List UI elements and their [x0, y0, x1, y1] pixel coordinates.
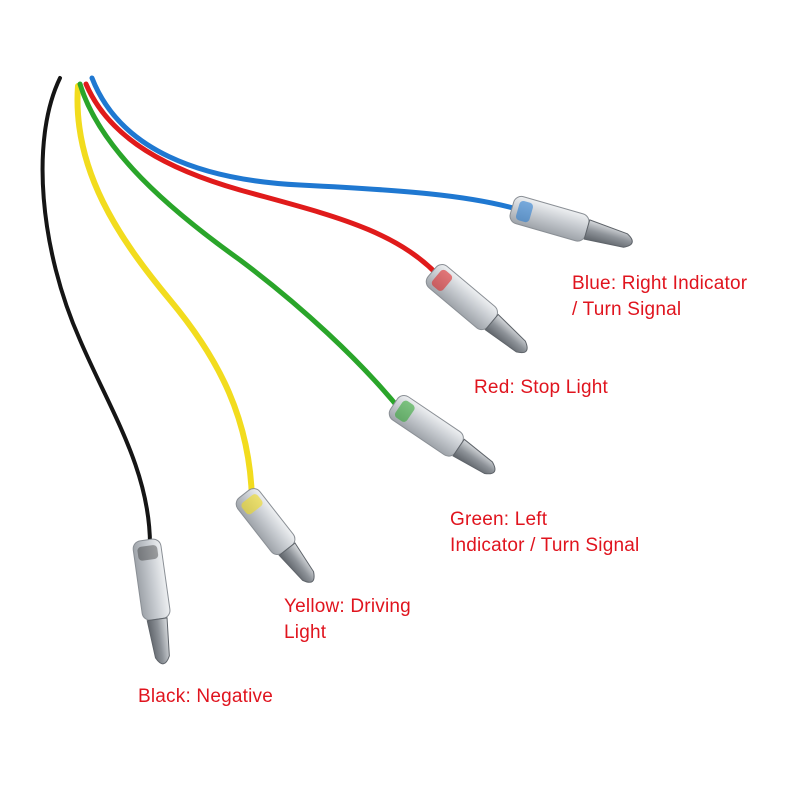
blue-connector	[509, 195, 633, 248]
green-connector	[388, 394, 496, 475]
label-yellow-wire: Yellow: Driving Light	[284, 594, 411, 646]
red-connector	[425, 264, 528, 354]
label-black-line-1: Black: Negative	[138, 686, 274, 707]
green-wire	[77, 81, 405, 415]
label-blue-line-2: / Turn Signal	[572, 299, 682, 320]
black-wire	[40, 76, 152, 547]
yellow-connector	[235, 488, 315, 583]
label-green-line-1: Green: Left	[450, 509, 548, 530]
black-connector	[132, 538, 171, 665]
label-black-wire: Black: Negative	[138, 684, 273, 710]
label-blue-wire: Blue: Right Indicator / Turn Signal	[572, 271, 747, 323]
label-red-line-1: Red: Stop Light	[474, 377, 608, 398]
label-yellow-line-1: Yellow: Driving	[284, 596, 411, 617]
blue-wire	[89, 75, 523, 213]
label-red-wire: Red: Stop Light	[474, 375, 608, 401]
label-blue-line-1: Blue: Right Indicator	[572, 273, 748, 294]
red-wire	[83, 81, 447, 285]
label-green-line-2: Indicator / Turn Signal	[450, 535, 640, 556]
label-green-wire: Green: Left Indicator / Turn Signal	[450, 507, 639, 559]
label-yellow-line-2: Light	[284, 622, 327, 643]
yellow-wire	[74, 83, 255, 503]
